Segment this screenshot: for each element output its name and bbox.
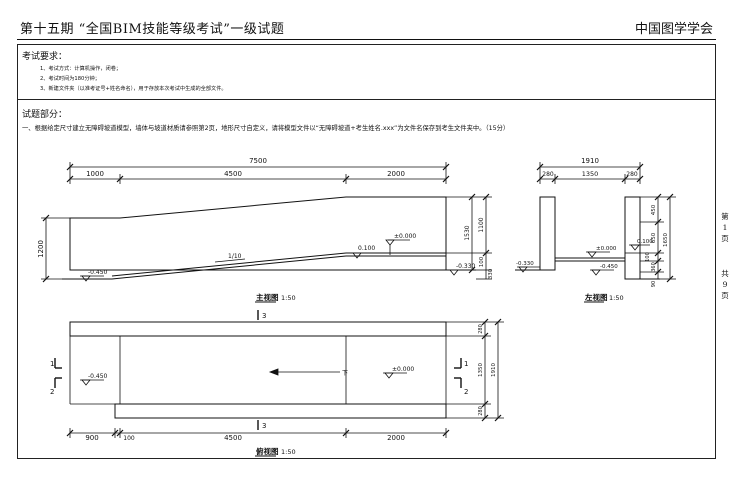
plan-caption: 俯视图 [256,446,279,456]
requirements-list: 1、考试方式：计算机操作，闭卷； 2、考试时间为180分钟； 3、新建文件夹（以… [40,64,227,94]
front-elev-top: ±0.000 [394,233,416,240]
front-elev-left: -0.450 [88,269,108,276]
left-dim-total: 1910 [581,157,599,165]
plan-scale: 1:50 [281,448,296,456]
plan-section-mark: 3 [262,312,266,320]
plan-dim-seg: 900 [85,434,98,442]
front-dim-total: 7500 [249,157,267,165]
plan-dim-right: 280 [478,406,484,416]
page-number: 第 1 页 [721,212,729,243]
requirement-item: 2、考试时间为180分钟； [40,76,100,82]
question-section-title: 试题部分： [22,110,68,120]
header-rule [17,39,716,40]
left-elev-top: ±0.000 [596,246,617,252]
left-elev-left: -0.330 [516,261,534,267]
front-view [41,162,492,303]
plan-section-mark: 1 [464,360,468,368]
plan-slope-mark: 下 [342,370,348,377]
question-1-text: 一、根据给定尺寸建立无障碍坡道模型，墙体与坡道材质请参照第2页，地形尺寸自定义，… [22,125,510,132]
left-dim-seg: 1350 [582,170,599,178]
front-dim-seg: 2000 [387,170,405,178]
left-dim-seg: 280 [626,171,638,178]
left-dim-right: 360 [651,262,657,272]
plan-section-mark: 1 [50,360,54,368]
front-dim-seg: 4500 [224,170,242,178]
requirement-item: 1、考试方式：计算机操作，闭卷； [40,66,122,72]
plan-section-mark: 3 [262,422,266,430]
front-dim-seg: 1000 [86,170,104,178]
left-dim-right: 450 [651,204,657,215]
page-total: 共 9 页 [721,269,729,300]
exam-title: 第十五期 “全国BIM技能等级考试”一级试题 [20,22,285,37]
plan-section-mark: 2 [50,388,54,396]
left-dim-right: 650 [651,232,657,243]
exam-sheet: 考试要求： 1、考试方式：计算机操作，闭卷； 2、考试时间为180分钟； 3、新… [17,44,716,459]
plan-dim-right: 280 [478,324,484,334]
front-slope: 1/10 [228,253,242,260]
plan-elev-mid: ±0.000 [392,366,414,373]
left-elev-low: -0.450 [600,264,618,270]
front-dim-right: 1530 [464,225,471,240]
front-dim-right: 330 [488,268,494,279]
front-dim-right: 100 [479,256,485,267]
left-dim-seg: 280 [542,171,554,178]
left-elev-mid: 0.100 [637,239,653,245]
plan-dim-seg: 4500 [224,434,242,442]
front-dim-right: 1100 [478,217,485,232]
plan-dim-seg: 2000 [387,434,405,442]
front-dim-height: 1200 [37,240,45,258]
left-caption: 左视图 [584,292,608,302]
plan-dim-right: 1910 [491,363,497,377]
plan-elev-left: -0.450 [88,373,108,380]
organization-name: 中国图学学会 [634,22,713,37]
front-elev-right: -0.330 [456,263,476,270]
requirements-title: 考试要求： [22,52,68,62]
requirement-item: 3、新建文件夹（以准考证号+姓名命名），用于存放本次考试中生成的全部文件。 [40,86,227,92]
left-dim-right: 90 [651,281,657,287]
left-view [515,162,676,303]
left-dim-right: 100 [645,252,651,262]
front-elev-mid: 0.100 [358,245,375,252]
plan-dim-seg: 100 [123,435,135,442]
left-scale: 1:50 [609,294,624,302]
left-dim-right: 1650 [663,233,669,247]
plan-view [54,310,504,457]
requirements-box: 考试要求： 1、考试方式：计算机操作，闭卷； 2、考试时间为180分钟； 3、新… [18,45,715,100]
plan-dim-right: 1350 [478,363,484,377]
front-caption: 主视图 [256,292,279,302]
front-scale: 1:50 [281,294,296,302]
plan-section-mark: 2 [464,388,468,396]
